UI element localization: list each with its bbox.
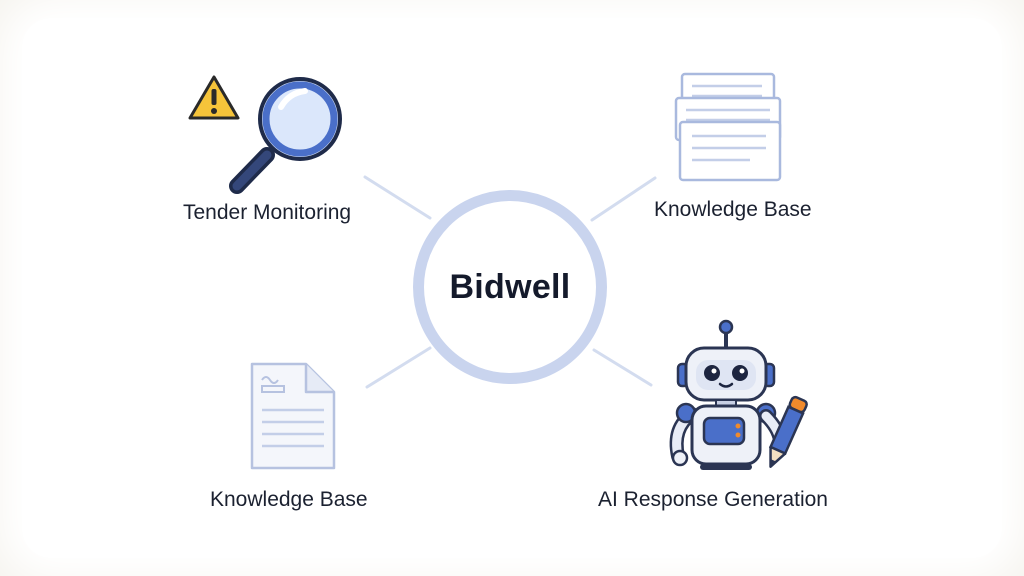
magnifier-icon <box>229 77 342 194</box>
node-label-ai-response-generation: AI Response Generation <box>598 488 828 511</box>
hub-circle: Bidwell <box>413 190 607 384</box>
connector-bottom-right <box>592 348 653 387</box>
node-label-knowledge-base-bottom: Knowledge Base <box>210 488 368 511</box>
pencil-icon <box>768 395 808 468</box>
node-label-tender-monitoring: Tender Monitoring <box>183 201 352 224</box>
document-stack-icon <box>674 72 782 182</box>
connector-bottom-left <box>365 346 432 389</box>
hub-title: Bidwell <box>449 267 571 306</box>
node-label-knowledge-base-top: Knowledge Base <box>654 198 812 221</box>
robot-icon <box>669 319 787 470</box>
connector-top-right <box>590 176 657 222</box>
warning-icon <box>188 75 240 120</box>
document-icon <box>250 362 336 470</box>
connector-top-left <box>363 175 432 220</box>
